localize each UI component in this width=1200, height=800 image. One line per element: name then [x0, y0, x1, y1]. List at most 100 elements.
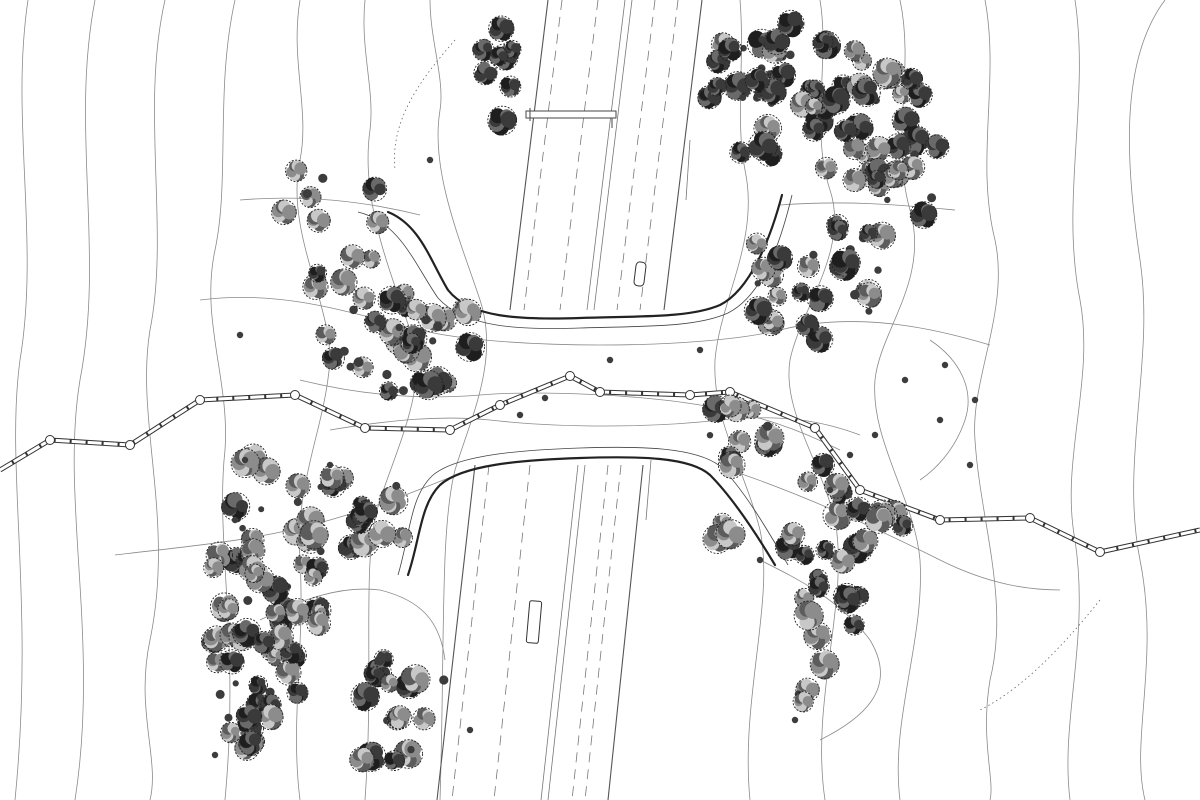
shrub	[239, 524, 246, 532]
shrub	[232, 680, 239, 687]
contour-line	[429, 0, 488, 800]
contour-line	[199, 296, 991, 346]
wildlife-overpass	[357, 39, 1101, 711]
tree-canopy	[852, 527, 879, 554]
tree-canopy	[488, 15, 515, 42]
tree-canopy	[763, 28, 791, 55]
tree-canopy	[827, 219, 849, 241]
tree-canopy	[802, 117, 826, 142]
tree-canopy	[308, 263, 328, 283]
tree-canopy	[362, 176, 388, 202]
lane-marking	[571, 464, 609, 800]
tree-canopy	[383, 750, 405, 771]
median-line	[547, 464, 586, 800]
fence-line-inner	[0, 374, 1200, 554]
tree-canopy	[900, 67, 923, 91]
lane-marking	[493, 464, 531, 800]
tree-canopy	[797, 255, 820, 279]
shrub	[392, 481, 401, 490]
shrub	[224, 713, 233, 722]
shrub	[871, 431, 879, 439]
highway-corridor	[436, 0, 703, 800]
lane-marking	[639, 0, 679, 311]
tree-canopy	[499, 75, 522, 98]
shrub	[850, 289, 860, 300]
tree-canopy	[909, 201, 938, 229]
tree-canopy	[767, 286, 788, 307]
bus	[525, 600, 543, 644]
shrub	[439, 675, 449, 685]
shrub	[966, 461, 974, 469]
tree-canopy	[859, 223, 878, 243]
shrub	[339, 346, 349, 356]
shrub	[739, 94, 747, 101]
tree-canopy	[252, 630, 276, 654]
tree-canopy	[257, 704, 284, 731]
tree-canopy	[888, 160, 909, 181]
tree-canopy	[487, 105, 518, 136]
highway-west-edge	[509, 0, 549, 311]
tree-canopy	[727, 430, 752, 454]
tree-canopy	[265, 602, 287, 624]
shrub	[429, 337, 437, 345]
tree-canopy	[488, 46, 509, 67]
shrub	[353, 357, 364, 368]
contour-line	[239, 197, 421, 216]
tree-canopy	[805, 325, 834, 353]
shrub	[763, 421, 773, 431]
tree-canopy	[405, 298, 427, 321]
tree-canopy	[361, 249, 381, 269]
lane-marking	[523, 0, 563, 311]
highway-east-edge	[607, 464, 644, 800]
tree-canopy	[745, 232, 768, 255]
tree-canopy	[815, 539, 836, 561]
tree-canopy	[718, 37, 743, 62]
tree-canopy	[412, 707, 436, 731]
fence-post	[125, 440, 135, 450]
shrub	[317, 483, 324, 490]
tree-canopy	[400, 332, 423, 355]
tree-canopy	[831, 247, 861, 277]
tree-canopy	[377, 285, 407, 315]
contour-line	[73, 0, 96, 800]
fence-posts	[45, 371, 1105, 557]
median-line	[586, 0, 626, 311]
tree-canopy	[718, 394, 742, 418]
tree-canopy	[717, 451, 746, 479]
shrub	[398, 386, 408, 396]
tree-canopy	[830, 548, 856, 574]
fence-post	[445, 425, 455, 435]
tree-canopy	[299, 520, 329, 550]
tree-canopy	[754, 423, 785, 453]
tree-canopy	[203, 557, 224, 579]
tree-canopy	[821, 85, 851, 115]
shrub	[826, 486, 834, 494]
tree-canopy	[235, 703, 263, 730]
tree-canopy	[891, 514, 914, 537]
fence-post	[685, 390, 695, 400]
tree-canopy	[315, 324, 337, 346]
shrub	[346, 362, 355, 371]
shrub	[382, 369, 392, 380]
contour-line	[759, 559, 881, 741]
shrub	[796, 286, 804, 294]
tree-canopy	[303, 567, 324, 587]
shrub	[407, 745, 415, 754]
shrub	[696, 346, 704, 354]
shrub	[786, 50, 795, 60]
tree-canopy	[792, 691, 814, 713]
contour-line	[114, 469, 471, 556]
tree-canopy	[812, 31, 834, 53]
fence-line-west	[0, 373, 1200, 555]
tree-canopy	[379, 673, 399, 693]
tree-canopy	[413, 370, 444, 401]
tree-canopy	[271, 199, 297, 225]
contour-line	[919, 339, 969, 481]
shrub	[376, 652, 386, 662]
tree-canopy	[349, 746, 375, 773]
tree-canopy	[697, 85, 722, 110]
contour-line	[974, 0, 999, 800]
highway-east-edge	[663, 0, 703, 311]
tree-canopy	[851, 77, 881, 107]
